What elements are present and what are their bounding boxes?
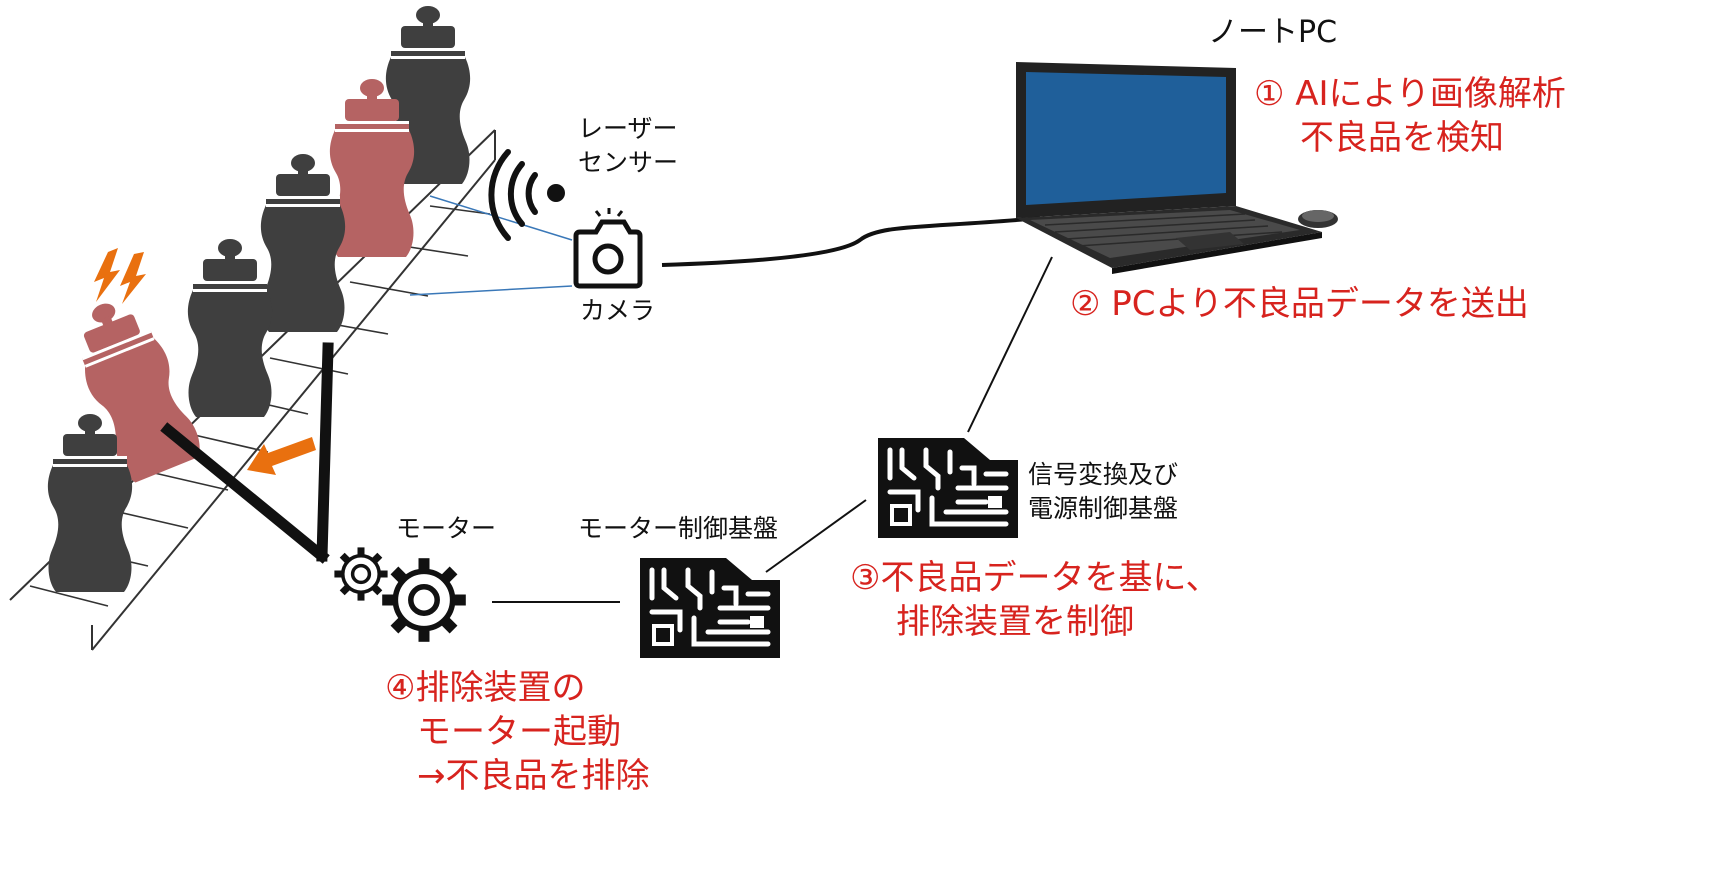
gear-icon bbox=[332, 545, 390, 603]
step4-line2: モーター起動 bbox=[417, 712, 621, 752]
rejection-pusher bbox=[160, 342, 334, 564]
motor-label: モーター bbox=[396, 514, 497, 543]
signal-board-label: 信号変換及び 電源制御基盤 bbox=[1028, 458, 1178, 526]
step1-line2: 不良品を検知 bbox=[1300, 118, 1504, 158]
gear-icon bbox=[382, 558, 466, 642]
camera-label: カメラ bbox=[580, 296, 656, 325]
cables bbox=[492, 216, 1053, 603]
step3-line2: 排除装置を制御 bbox=[896, 602, 1134, 642]
laptop-label: ノートPC bbox=[1208, 15, 1338, 50]
signal-board-label-line1: 信号変換及び bbox=[1028, 460, 1179, 489]
mouse-icon bbox=[1298, 210, 1338, 228]
circuit-board-icon bbox=[640, 558, 780, 658]
step4-line1: ④排除装置の bbox=[385, 668, 586, 708]
laser-sensor-label-line2: センサー bbox=[578, 148, 679, 177]
bottle-icon bbox=[260, 154, 346, 332]
step2-annotation: ② PCより不良品データを送出 bbox=[1070, 284, 1529, 324]
camera-icon bbox=[573, 208, 643, 289]
laser-beams bbox=[409, 195, 573, 296]
circuit-board-icon bbox=[878, 438, 1018, 538]
laptop-icon bbox=[1016, 62, 1322, 274]
laser-signal-icon bbox=[488, 149, 565, 241]
step3-line1: ③不良品データを基に、 bbox=[850, 558, 1220, 598]
step1-annotation: ① AIにより画像解析 不良品を検知 bbox=[1254, 72, 1566, 160]
step3-annotation: ③不良品データを基に、 排除装置を制御 bbox=[850, 556, 1219, 644]
step4-annotation: ④排除装置の モーター起動 →不良品を排除 bbox=[385, 666, 650, 798]
motor-board-label: モーター制御基盤 bbox=[578, 514, 779, 543]
laser-sensor-label: レーザー センサー bbox=[578, 112, 678, 180]
step4-line3: →不良品を排除 bbox=[417, 756, 650, 796]
lightning-icon bbox=[94, 248, 146, 304]
arrow-icon bbox=[247, 437, 316, 475]
bottle-icon bbox=[187, 239, 273, 417]
laser-sensor-label-line1: レーザー bbox=[578, 114, 678, 143]
signal-board-label-line2: 電源制御基盤 bbox=[1028, 494, 1179, 523]
step1-line1: ① AIにより画像解析 bbox=[1254, 74, 1566, 114]
